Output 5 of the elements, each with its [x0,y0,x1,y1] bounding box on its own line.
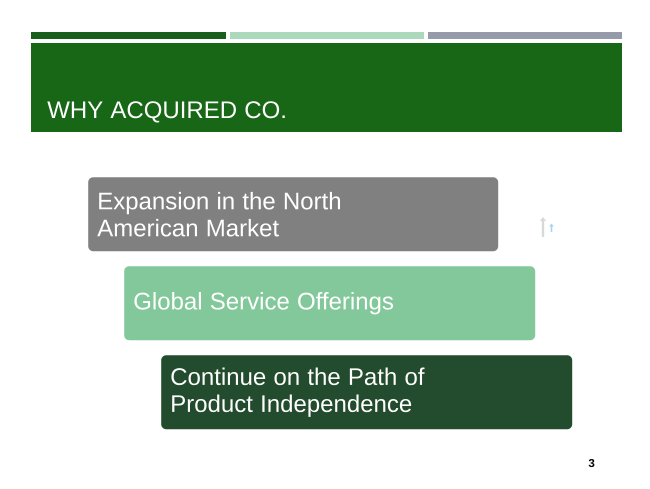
text-box: Global Service Offerings [124,266,536,340]
text-box: Continue on the Path of Product Independence [161,355,572,430]
page-number: 3 [588,458,594,468]
title-banner: WHY ACQUIRED CO. [31,43,622,132]
text-box: Expansion in the North American Market [88,177,498,252]
